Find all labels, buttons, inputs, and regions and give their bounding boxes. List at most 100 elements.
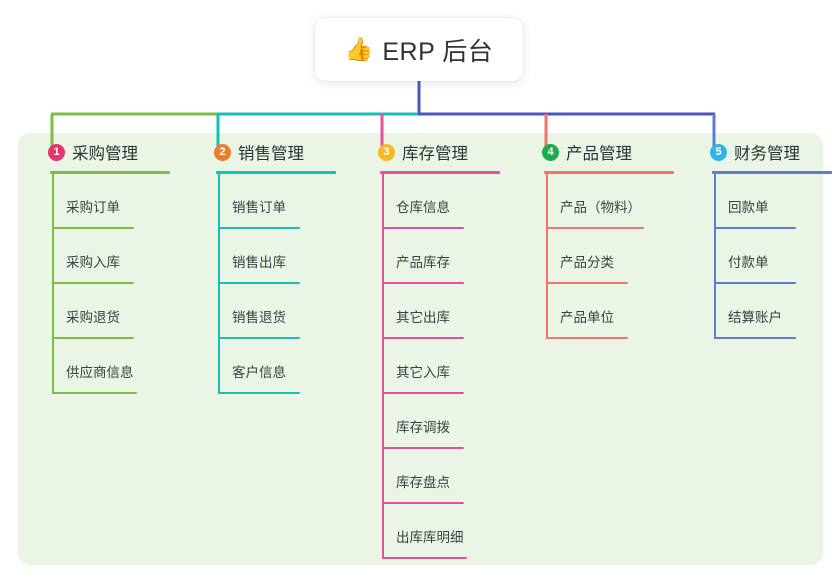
list-item[interactable]: 客户信息 [196, 339, 346, 394]
list-item-underline [382, 392, 464, 394]
column-badge-3: 3 [378, 143, 395, 161]
column-underline-4 [544, 171, 674, 174]
list-item-label: 仓库信息 [396, 200, 450, 215]
column-2: 2 销售管理销售订单销售出库销售退货客户信息 [196, 140, 346, 394]
column-3: 3 库存管理仓库信息产品库存其它出库其它入库库存调拨库存盘点出库库明细 [360, 140, 510, 559]
column-title-4: 产品管理 [566, 145, 632, 163]
column-title-5: 财务管理 [734, 145, 800, 163]
column-stem-5 [714, 174, 716, 339]
list-item[interactable]: 回款单 [692, 174, 839, 229]
column-header-3[interactable]: 3 库存管理 [360, 140, 510, 164]
list-item-underline [382, 502, 464, 504]
list-item-underline [382, 227, 464, 229]
list-item-underline [546, 337, 628, 339]
list-item[interactable]: 产品（物料） [524, 174, 684, 229]
column-underline-3 [380, 171, 500, 174]
list-item[interactable]: 结算账户 [692, 284, 839, 339]
list-item[interactable]: 产品分类 [524, 229, 684, 284]
list-item-underline [382, 447, 464, 449]
column-stem-1 [52, 174, 54, 394]
diagram-panel [18, 133, 823, 565]
column-items-5: 回款单付款单结算账户 [692, 174, 839, 339]
list-item[interactable]: 付款单 [692, 229, 839, 284]
column-underline-5 [712, 171, 832, 174]
column-badge-2: 2 [214, 143, 231, 161]
list-item-underline [52, 227, 134, 229]
list-item-underline [218, 337, 300, 339]
list-item-label: 销售退货 [232, 310, 286, 325]
list-item-label: 其它出库 [396, 310, 450, 325]
root-node[interactable]: 👍 ERP 后台 [315, 18, 523, 81]
list-item[interactable]: 产品单位 [524, 284, 684, 339]
root-node-title: ERP 后台 [382, 37, 494, 66]
list-item-underline [546, 227, 644, 229]
list-item-label: 销售订单 [232, 200, 286, 215]
column-underline-2 [216, 171, 336, 174]
list-item-label: 库存调拨 [396, 420, 450, 435]
column-header-4[interactable]: 4 产品管理 [524, 140, 684, 164]
list-item-label: 采购入库 [66, 255, 120, 270]
list-item-label: 采购退货 [66, 310, 120, 325]
list-item[interactable]: 采购入库 [30, 229, 180, 284]
list-item[interactable]: 其它出库 [360, 284, 510, 339]
list-item-underline [382, 282, 464, 284]
list-item-label: 库存盘点 [396, 475, 450, 490]
list-item-label: 产品库存 [396, 255, 450, 270]
column-4: 4 产品管理产品（物料） 产品分类产品单位 [524, 140, 684, 339]
column-items-1: 采购订单采购入库采购退货供应商信息 [30, 174, 180, 394]
column-badge-5: 5 [710, 143, 727, 161]
list-item-underline [52, 337, 134, 339]
list-item[interactable]: 销售退货 [196, 284, 346, 339]
column-badge-1: 1 [48, 143, 65, 161]
column-stem-3 [382, 174, 384, 559]
list-item[interactable]: 采购订单 [30, 174, 180, 229]
list-item[interactable]: 出库库明细 [360, 504, 510, 559]
list-item[interactable]: 销售出库 [196, 229, 346, 284]
column-5: 5 财务管理回款单付款单结算账户 [692, 140, 839, 339]
list-item-underline [52, 392, 137, 394]
list-item-underline [52, 282, 134, 284]
column-items-4: 产品（物料） 产品分类产品单位 [524, 174, 684, 339]
column-title-2: 销售管理 [238, 145, 304, 163]
column-items-3: 仓库信息产品库存其它出库其它入库库存调拨库存盘点出库库明细 [360, 174, 510, 559]
list-item-label: 其它入库 [396, 365, 450, 380]
list-item-label: 产品分类 [560, 255, 614, 270]
list-item-underline [714, 282, 796, 284]
list-item-underline [546, 282, 628, 284]
list-item-underline [382, 337, 464, 339]
list-item-label: 客户信息 [232, 365, 286, 380]
list-item-label: 结算账户 [728, 310, 782, 325]
list-item[interactable]: 采购退货 [30, 284, 180, 339]
thumbs-up-icon: 👍 [344, 36, 374, 62]
column-header-2[interactable]: 2 销售管理 [196, 140, 346, 164]
column-items-2: 销售订单销售出库销售退货客户信息 [196, 174, 346, 394]
list-item-label: 回款单 [728, 200, 769, 215]
list-item[interactable]: 供应商信息 [30, 339, 180, 394]
list-item[interactable]: 库存盘点 [360, 449, 510, 504]
list-item-label: 产品（物料） [560, 200, 641, 215]
list-item-label: 付款单 [728, 255, 769, 270]
column-stem-4 [546, 174, 548, 339]
column-badge-4: 4 [542, 143, 559, 161]
list-item-label: 产品单位 [560, 310, 614, 325]
list-item-label: 采购订单 [66, 200, 120, 215]
list-item-underline [218, 282, 300, 284]
column-header-1[interactable]: 1 采购管理 [30, 140, 180, 164]
list-item-underline [714, 337, 796, 339]
list-item-label: 供应商信息 [66, 365, 134, 380]
list-item[interactable]: 产品库存 [360, 229, 510, 284]
list-item-label: 销售出库 [232, 255, 286, 270]
column-1: 1 采购管理采购订单采购入库采购退货供应商信息 [30, 140, 180, 394]
list-item-underline [714, 227, 796, 229]
list-item[interactable]: 库存调拨 [360, 394, 510, 449]
list-item-underline [218, 392, 300, 394]
list-item[interactable]: 仓库信息 [360, 174, 510, 229]
column-title-1: 采购管理 [72, 145, 138, 163]
list-item[interactable]: 销售订单 [196, 174, 346, 229]
column-title-3: 库存管理 [402, 145, 468, 163]
column-underline-1 [50, 171, 170, 174]
column-header-5[interactable]: 5 财务管理 [692, 140, 839, 164]
list-item[interactable]: 其它入库 [360, 339, 510, 394]
list-item-label: 出库库明细 [396, 530, 464, 545]
